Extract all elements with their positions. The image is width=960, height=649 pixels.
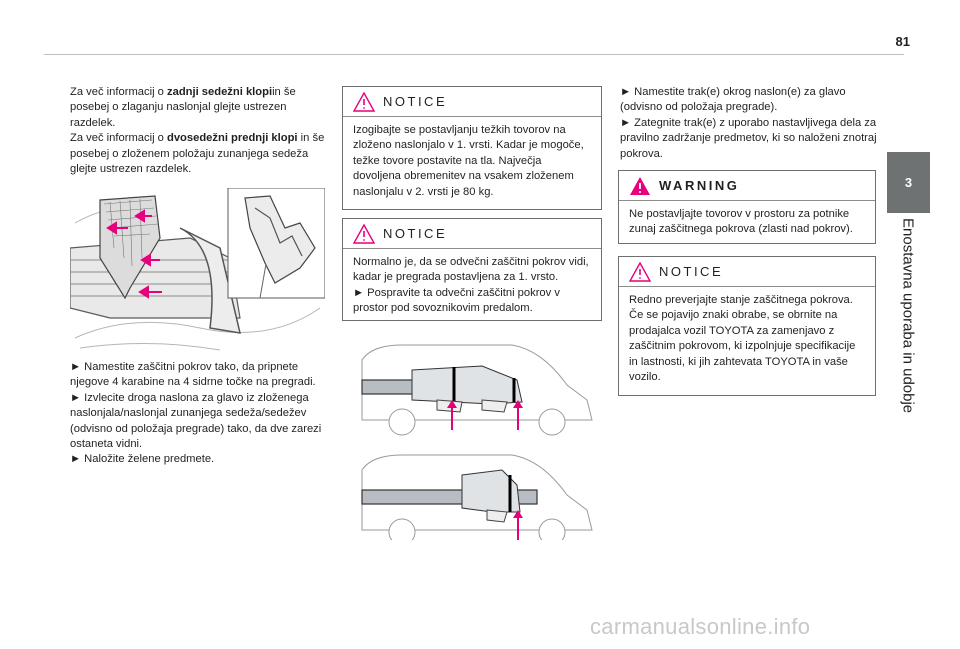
install-steps: ► Namestite zaščitni pokrov tako, da pri… xyxy=(70,360,332,468)
step-tighten-straps: ► Zategnite trak(e) z uporabo nastavljiv… xyxy=(620,116,877,160)
notice-box-load: NOTICE Izogibajte se postavljanju težkih… xyxy=(342,86,602,210)
notice-title: NOTICE xyxy=(383,226,448,241)
intro-paragraph-2: Za več informacij o dvosedežni prednji k… xyxy=(70,132,325,176)
warning-text: Ne postavljajte tovorov v prostoru za po… xyxy=(629,208,853,236)
van-diagram-first-row xyxy=(361,344,593,436)
notice-step: ► Pospravite ta odvečni zaščitni pokrov … xyxy=(353,286,560,315)
protective-cover-illustration xyxy=(70,188,325,351)
warning-box: WARNING Ne postavljajte tovorov v prosto… xyxy=(618,170,876,244)
step-attach-carabiners: ► Namestite zaščitni pokrov tako, da pri… xyxy=(70,361,316,389)
notice-text: Redno preverjajte stanje zaščitnega pokr… xyxy=(629,294,856,384)
strap-steps: ► Namestite trak(e) okrog naslon(e) za g… xyxy=(620,85,878,162)
warning-title: WARNING xyxy=(659,178,740,193)
front-bench-link-text: dvosedežni prednji klopi xyxy=(167,132,298,145)
notice-box-excess-cover: NOTICE Normalno je, da se odvečni zaščit… xyxy=(342,218,602,321)
caution-triangle-icon xyxy=(629,261,651,282)
notice-box-maintenance: NOTICE Redno preverjajte stanje zaščitne… xyxy=(618,256,876,396)
chapter-number: 3 xyxy=(904,175,913,190)
intro-paragraph-1: Za več informacij o zadnji sedežni klopi… xyxy=(70,86,296,129)
rear-bench-link-text: zadnji sedežni klopi xyxy=(167,86,273,98)
step-place-straps: ► Namestite trak(e) okrog naslon(e) za g… xyxy=(620,86,846,114)
caution-triangle-icon xyxy=(353,223,375,244)
notice-title: NOTICE xyxy=(659,264,724,279)
van-diagram-second-row xyxy=(361,454,593,540)
notice-text: Izogibajte se postavljanju težkih tovoro… xyxy=(353,124,584,198)
intro-text: Za več informacij o zadnji sedežni klopi… xyxy=(70,85,328,177)
header-divider xyxy=(44,54,904,55)
chapter-title: Enostavna uporaba in udobje xyxy=(899,218,917,414)
step-load-items: ► Naložite želene predmete. xyxy=(70,453,215,466)
van-cross-section-illustrations xyxy=(361,344,593,540)
notice-title: NOTICE xyxy=(383,94,448,109)
chapter-tab[interactable]: 3 xyxy=(887,152,930,213)
caution-triangle-icon xyxy=(353,91,375,112)
notice-text: Normalno je, da se odvečni zaščitni pokr… xyxy=(353,256,589,284)
watermark: carmanualsonline.info xyxy=(590,614,811,639)
page-number: 81 xyxy=(895,34,910,49)
warning-triangle-icon xyxy=(630,176,650,195)
step-extend-headrest: ► Izvlecite droga naslona za glavo iz zl… xyxy=(70,391,322,451)
